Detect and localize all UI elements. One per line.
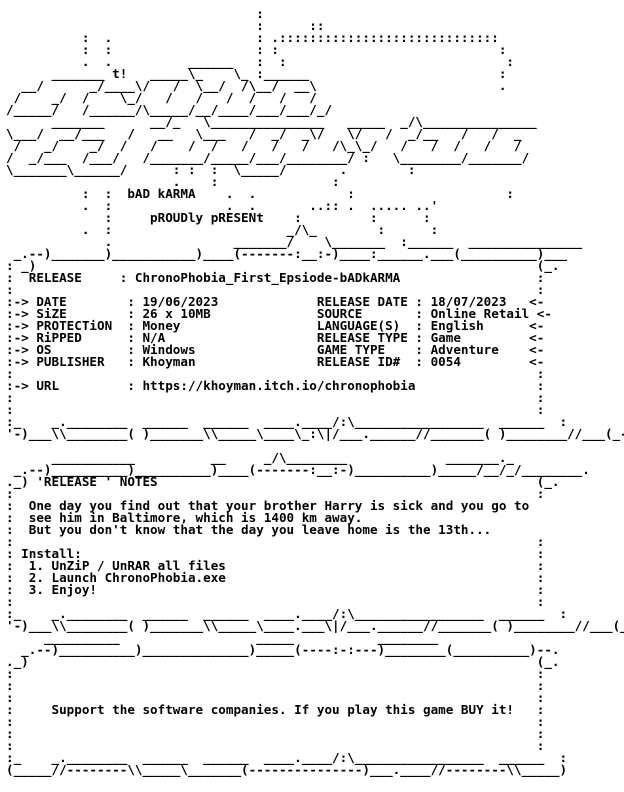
- nfo-line: . : . . ..:: . ..... ..': [6, 198, 439, 213]
- nfo-line: \___/ __/___ / __ \___ / _/ _\/ \/ / _/_…: [6, 126, 522, 141]
- nfo-line: _.--)__________)__________)____(-------:…: [6, 462, 590, 477]
- nfo-line: :-> PROTECTiON : Money LANGUAGE(S) : Eng…: [6, 318, 545, 333]
- nfo-line: : 1. UnZiP / UnRAR all files :: [6, 558, 545, 573]
- nfo-line: :-> URL : https://khoyman.itch.io/chrono…: [6, 378, 545, 393]
- nfo-line: :_ _.________ ______ ______ ____.____/:\…: [6, 750, 568, 765]
- nfo-line: . : :: [6, 174, 340, 189]
- nfo-line: _.--)__________)______________)_____(---…: [6, 642, 560, 657]
- nfo-line: : _) (_.: [6, 258, 560, 273]
- nfo-line: : . : .:::::::::::::::::::::::::::::: [6, 30, 499, 45]
- nfo-line: . : _/\_ : :: [6, 222, 439, 237]
- nfo-line: : :: [6, 594, 545, 609]
- nfo-line: :_ _.________ ______ ______ ____.____/:\…: [6, 606, 568, 621]
- nfo-line: _______ t! _____\_ \_ :______ :: [6, 66, 507, 81]
- nfo-line: : :: [6, 666, 545, 681]
- nfo-line: : 2. Launch ChronoPhobia.exe :: [6, 570, 545, 585]
- nfo-line: :-> PUBLISHER : Khoyman RELEASE ID# : 00…: [6, 354, 545, 369]
- nfo-line: :-> DATE : 19/06/2023 RELEASE DATE : 18/…: [6, 294, 545, 309]
- nfo-line: /_____/ /______/\_____/__/____/___/___/_…: [6, 102, 469, 117]
- nfo-line: : :: [6, 366, 545, 381]
- nfo-line: : :: [6, 690, 545, 705]
- nfo-line: : ::: [6, 18, 325, 33]
- nfo-line: : :: [6, 738, 545, 753]
- nfo-line: / _/ / \_/ / / / / / /: [6, 90, 317, 105]
- nfo-line: '-)___\\________( )_______\\_____\____\_…: [6, 426, 624, 441]
- nfo-line: :-> OS : Windows GAME TYPE : Adventure <…: [6, 342, 545, 357]
- nfo-line: : : bAD kARMA . . : :: [6, 186, 514, 201]
- nfo-line: / _/ _/ / / / / / / / /\_\_/ / / / / /: [6, 138, 522, 153]
- nfo-line: : 3. Enjoy! :: [6, 582, 545, 597]
- nfo-line: : :: [6, 678, 545, 693]
- nfo-line: : see him in Baltimore, which is 1400 km…: [6, 510, 363, 525]
- nfo-line: : :: [6, 714, 545, 729]
- nfo-line: : :: [6, 726, 545, 741]
- nfo-line: . _______/ \_______ :______ ____________…: [6, 234, 583, 249]
- nfo-line: _______ __/_ \_______________ _____ _/\_…: [6, 114, 537, 129]
- nfo-line: : :: [6, 390, 545, 405]
- nfo-line: : :: [6, 486, 545, 501]
- nfo-line: : Support the software companies. If you…: [6, 702, 545, 717]
- nfo-line: : :: [6, 282, 545, 297]
- nfo-line: ._) (_.: [6, 654, 560, 669]
- nfo-line: : :: [6, 402, 545, 417]
- nfo-line: _.--)_______)___________)____(-------:__…: [6, 246, 568, 261]
- nfo-line: :-> RiPPED : N/A RELEASE TYPE : Game <-: [6, 330, 545, 345]
- nfo-line: : But you don't know that the day you le…: [6, 522, 492, 537]
- nfo-line: : Install: :: [6, 546, 545, 561]
- nfo-line: :-> SiZE : 26 x 10MB SOURCE : Online Ret…: [6, 306, 552, 321]
- nfo-line: __/ _/____\/ / \__/ /\__/ __\ .: [6, 78, 507, 93]
- nfo-line: : : : : :: [6, 42, 507, 57]
- nfo-line: (_____//--------\\_____\_______(--------…: [6, 762, 568, 777]
- nfo-line: ___________ __ _/\________ _______._: [6, 450, 514, 465]
- nfo-line: __________ _____ ________: [6, 630, 439, 645]
- nfo-line: ._) 'RELEASE ' NOTES (_.: [6, 474, 560, 489]
- nfo-line: : pROUDly pRESENt : : :: [6, 210, 431, 225]
- nfo-line: : RELEASE : ChronoPhobia_First_Epsiode-b…: [6, 270, 545, 285]
- nfo-line: : One day you find out that your brother…: [6, 498, 530, 513]
- nfo-line: \_______\______/ : : : \_____/ . :: [6, 162, 416, 177]
- release-nfo-text: : : :: : . : .::::::::::::::::::::::::::…: [6, 6, 624, 777]
- nfo-line: . . ______ : : :: [6, 54, 514, 69]
- nfo-line: '-)___\\________( )_______\\_____\____._…: [6, 618, 624, 633]
- nfo-line: / _/___ /___/ /_______/_____/___/_______…: [6, 150, 530, 165]
- nfo-line: :: [6, 6, 264, 21]
- nfo-line: : :: [6, 534, 545, 549]
- nfo-line: :_ _.________ ______ ______ ____.____/:\…: [6, 414, 568, 429]
